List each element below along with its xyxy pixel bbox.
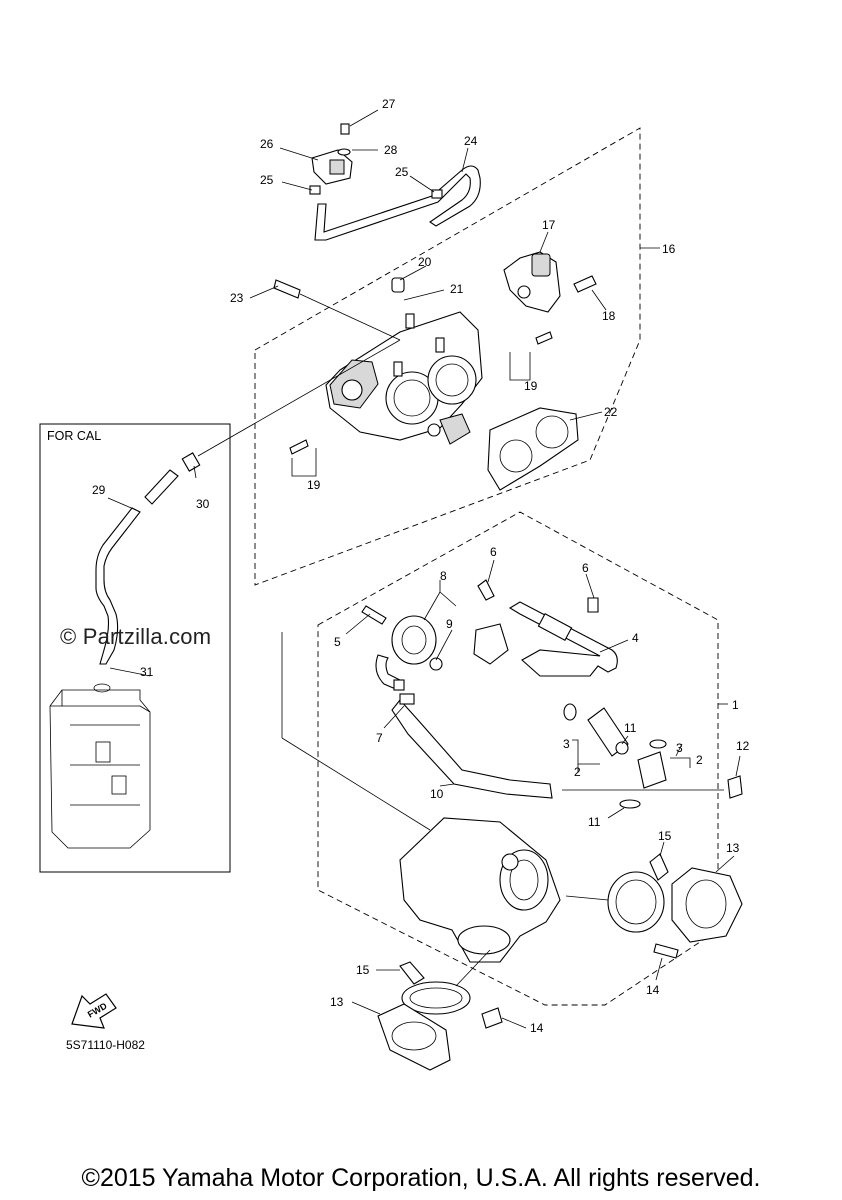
callout-11-lower: 11 (588, 815, 601, 829)
joint-bolt-left (481, 1007, 503, 1029)
callout-11-upper: 11 (624, 721, 637, 735)
callout-10: 10 (430, 787, 444, 801)
charcoal-canister (49, 683, 151, 849)
intake-pressure-sensor (311, 148, 353, 185)
callout-24: 24 (464, 134, 478, 148)
joint-bolt-right (653, 943, 679, 959)
pressure-regulator (375, 615, 437, 691)
tps-screw (573, 275, 597, 293)
callout-5: 5 (334, 635, 341, 649)
callout-23: 23 (230, 291, 244, 305)
callout-16: 16 (662, 242, 676, 256)
callout-3-right: 3 (676, 741, 683, 755)
callout-14-right: 14 (646, 983, 660, 997)
bolt-6-left (477, 579, 495, 601)
intake-joint-right (671, 867, 743, 943)
clip-12 (727, 775, 743, 799)
forward-arrow-icon: FWD (71, 993, 117, 1029)
sensor-bolt (340, 123, 350, 135)
callout-19-right: 19 (524, 379, 538, 393)
diagram-reference-code: 5S71110-H082 (66, 1038, 145, 1052)
callout-18: 18 (602, 309, 616, 323)
callout-6-left: 6 (490, 545, 497, 559)
fuel-injector-right (637, 739, 667, 789)
callout-7: 7 (376, 731, 383, 745)
leader-lines (107, 109, 741, 1029)
intake-joint-left (377, 1003, 451, 1071)
throttle-body-assembly-outline (254, 127, 641, 586)
callout-14-left: 14 (530, 1021, 544, 1035)
cap (391, 277, 405, 293)
o-ring-11 (615, 741, 629, 755)
fuel-hose (391, 699, 553, 799)
hose-band-left (399, 961, 471, 1015)
fuel-delivery-pipe (508, 601, 618, 677)
pipe-joint (473, 623, 509, 665)
throttle-position-sensor (503, 251, 561, 313)
hose-fitting-7 (399, 693, 415, 705)
for-cal-title: FOR CAL (47, 429, 101, 443)
callout-19-left: 19 (307, 478, 321, 492)
callout-25-right: 25 (395, 165, 409, 179)
callout-9: 9 (446, 617, 453, 631)
bolt-6-right (587, 597, 599, 613)
hose-clamp-right (431, 189, 443, 199)
short-hose (144, 469, 179, 505)
copyright-notice: ©2015 Yamaha Motor Corporation, U.S.A. A… (81, 1164, 761, 1192)
callout-15-right: 15 (658, 829, 672, 843)
callout-2-right: 2 (696, 753, 703, 767)
callout-4: 4 (632, 631, 639, 645)
fuel-rail-body (537, 613, 573, 641)
canister-hose (95, 507, 141, 665)
intake-manifold (399, 817, 561, 963)
callout-22: 22 (604, 405, 618, 419)
callout-labels: 27 26 28 24 25 25 17 16 20 21 23 18 19 2… (92, 97, 750, 1035)
callout-12: 12 (736, 739, 750, 753)
hose-band-right (607, 853, 669, 933)
throttle-body (325, 311, 483, 445)
adjust-screw-left (289, 439, 309, 455)
callout-29: 29 (92, 483, 106, 497)
callout-2-left: 2 (574, 765, 581, 779)
callout-27: 27 (382, 97, 396, 111)
callout-26: 26 (260, 137, 274, 151)
callout-17: 17 (542, 218, 556, 232)
callout-20: 20 (418, 255, 432, 269)
callout-30: 30 (196, 497, 210, 511)
bolt-5 (361, 605, 387, 625)
hose-clip (181, 452, 201, 472)
callout-31: 31 (140, 665, 154, 679)
o-ring-11-lower (619, 799, 641, 809)
callout-15-left: 15 (356, 963, 370, 977)
callout-6-right: 6 (582, 561, 589, 575)
intake-assembly-outline (317, 511, 719, 1006)
callout-8: 8 (440, 569, 447, 583)
o-ring-9 (429, 657, 443, 671)
throttle-body-screw (273, 279, 301, 299)
callout-21: 21 (450, 282, 464, 296)
throttle-body-gasket (487, 407, 579, 491)
callout-13-left: 13 (330, 995, 344, 1009)
callout-25-left: 25 (260, 173, 274, 187)
for-cal-box (39, 423, 231, 873)
adjust-screw-right (535, 331, 553, 345)
callout-1: 1 (732, 698, 739, 712)
callout-28: 28 (384, 143, 398, 157)
partzilla-watermark: © Partzilla.com (60, 624, 212, 649)
hose-clamp-left (309, 185, 321, 195)
callout-13-right: 13 (726, 841, 740, 855)
callout-3-left: 3 (563, 737, 570, 751)
vacuum-hose (314, 165, 481, 241)
